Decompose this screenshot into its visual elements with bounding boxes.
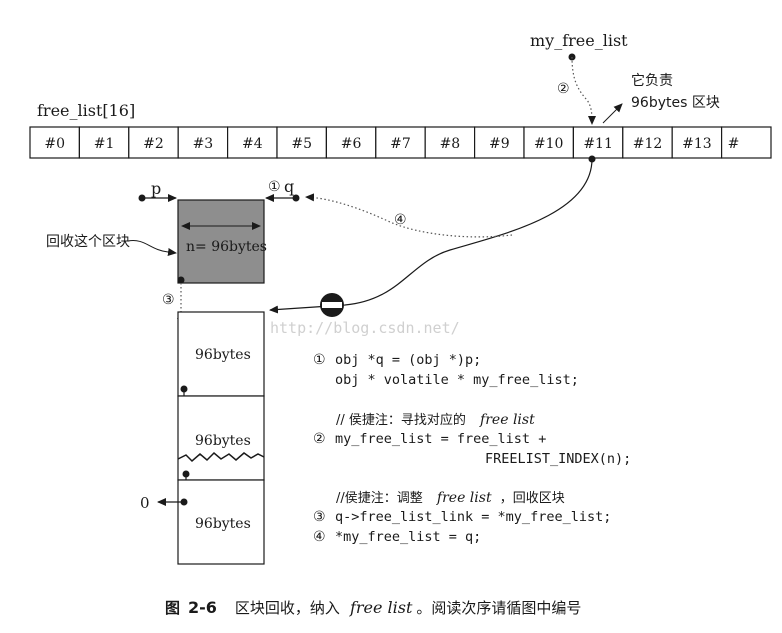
list-break-mark [177, 451, 265, 463]
recycled-block [177, 199, 265, 284]
array-cell [474, 126, 525, 159]
code-step-2-line1: my_free_list = free_list + [335, 431, 546, 447]
array-cell-label: #4 [242, 136, 263, 152]
list-block-1 [177, 311, 265, 397]
pointer-label: my_free_list [530, 31, 628, 50]
null-label: 0 [140, 494, 150, 512]
array-cell [276, 126, 328, 159]
figure-caption: 图 2-6 区块回收，纳入 free list 。阅读次序请循图中编号 [165, 598, 581, 617]
code-step-4: *my_free_list = q; [335, 529, 481, 545]
code-step-3: q->free_list_link = *my_free_list; [335, 509, 611, 525]
array-cell-label: #7 [390, 136, 411, 152]
code-comment-2: // 侯捷注：寻找对应的 free list [336, 412, 535, 428]
note-pointer-line [602, 103, 623, 124]
array-cell [424, 126, 476, 159]
array-cell [325, 126, 377, 159]
free-list-array: #0 #1 #2 #3 #4 #5 #6 #7 #8 #9 #10 #11 #12 #13 # [29, 126, 772, 159]
list-block-1-label: 96bytes [195, 347, 251, 363]
watermark: http://blog.csdn.net/ [270, 319, 460, 337]
code-comment-3-prefix: //侯捷注：调整 [336, 491, 423, 506]
array-cell-label: #1 [94, 136, 115, 152]
array-cell-label: #10 [534, 136, 564, 152]
responsible-note-line1: 它负责 [631, 72, 673, 89]
block-next-dot [177, 276, 185, 284]
caption-italic: free list [349, 598, 413, 617]
recycle-note-arrow [127, 240, 177, 256]
array-cell [572, 126, 624, 159]
caption-suffix: 。阅读次序请循图中编号 [416, 599, 581, 617]
step-4-path [305, 193, 513, 238]
list-link-curve [269, 158, 593, 314]
array-cell-label: #8 [440, 136, 461, 152]
q-label: q [284, 177, 294, 196]
array-cell [78, 126, 130, 159]
code-comment-2-italic: free list [479, 412, 535, 428]
cut-link-bar [322, 302, 342, 308]
code-step-3-marker: ③ [313, 509, 326, 525]
array-cell [29, 126, 81, 159]
array-cell-label: #6 [341, 136, 362, 152]
array-cell-label: #2 [143, 136, 164, 152]
code-step-1-line1: obj *q = (obj *)p; [335, 352, 481, 368]
p-label: p [151, 179, 161, 198]
array-cell [128, 126, 179, 159]
pointer-arrow [571, 56, 596, 125]
caption-number: 2-6 [188, 598, 217, 617]
step-4-marker: ④ [394, 212, 407, 228]
list-block-3 [177, 479, 265, 565]
code-step-1-line2: obj * volatile * my_free_list; [335, 372, 579, 388]
list-block-2 [177, 395, 265, 481]
step-1-marker: ① [268, 179, 281, 195]
code-comment-3-suffix: ，回收区块 [500, 491, 565, 506]
code-step-1-marker: ① [313, 352, 326, 368]
array-cell-label: #12 [633, 136, 663, 152]
array-cell-label: #0 [44, 136, 65, 152]
code-comment-2-prefix: // 侯捷注：寻找对应的 [336, 412, 466, 428]
code-step-2-marker: ② [313, 431, 326, 447]
caption-prefix: 图 [165, 599, 180, 617]
step-3-marker: ③ [162, 292, 175, 308]
recycle-note: 回收这个区块 [46, 233, 130, 250]
list-block-2-label: 96bytes [195, 433, 251, 449]
code-block: ① obj *q = (obj *)p; obj * volatile * my… [313, 352, 631, 545]
array-cell-label: #9 [489, 136, 510, 152]
code-comment-3-italic: free list [436, 490, 492, 506]
recycled-block-label: n= 96bytes [186, 239, 267, 255]
array-cell-label: #5 [291, 136, 312, 152]
code-step-4-marker: ④ [313, 529, 326, 545]
array-cell-label: # [728, 136, 740, 152]
code-comment-3: //侯捷注：调整 free list ，回收区块 [336, 490, 565, 506]
array-cell [671, 126, 723, 159]
array-cell [375, 126, 426, 159]
array-cell [227, 126, 278, 159]
step-2-marker: ② [557, 81, 570, 97]
array-cell-label: #3 [193, 136, 214, 152]
array-cell-label: #13 [682, 136, 712, 152]
caption-text: 区块回收，纳入 [235, 599, 340, 617]
array-label: free_list[16] [37, 101, 135, 120]
array-cell-label: #11 [583, 136, 613, 152]
array-cell [622, 126, 673, 159]
array-cell [720, 126, 772, 159]
code-step-2-line2: FREELIST_INDEX(n); [485, 451, 631, 467]
responsible-note-line2: 96bytes 区块 [631, 95, 720, 111]
list-block-3-label: 96bytes [195, 516, 251, 532]
